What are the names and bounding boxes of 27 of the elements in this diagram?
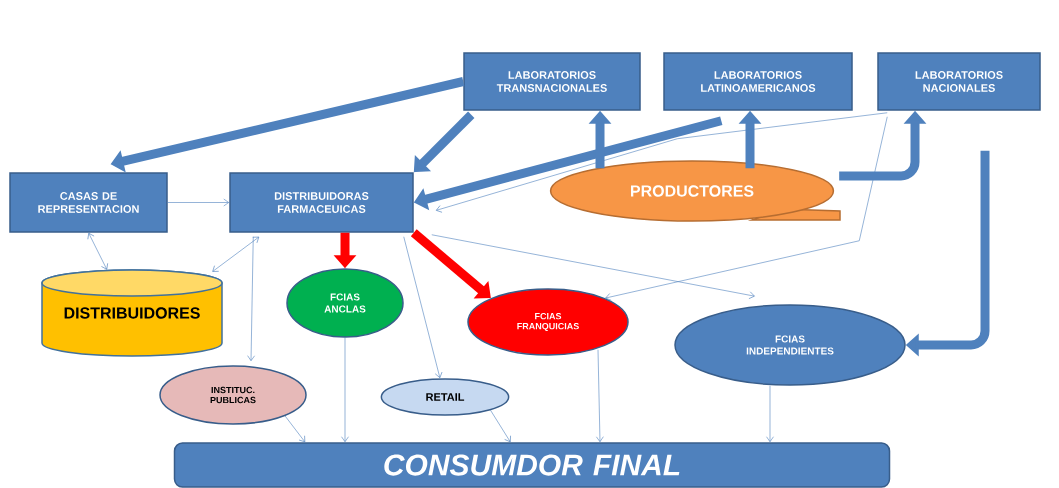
process-box: LABORATORIOS TRANSNACIONALES (463, 52, 641, 111)
ellipse-node: FCIAS ANCLAS (286, 268, 404, 338)
block-arrow (413, 111, 475, 173)
arrow (247, 236, 255, 362)
arrow (596, 349, 604, 443)
double-arrow (212, 236, 260, 272)
database-cylinder: DISTRIBUIDORES (41, 269, 223, 357)
ellipse-node: FCIAS FRANQUICIAS (467, 288, 629, 356)
ellipse-node: RETAIL (380, 378, 510, 416)
ellipse-node: FCIAS INDEPENDIENTES (674, 304, 906, 386)
arrow (284, 415, 306, 443)
banner-box: CONSUMDOR FINAL (173, 442, 891, 488)
arrow (766, 385, 774, 443)
arrow (431, 234, 755, 299)
process-box: DISTRIBUIDORAS FARMACEUICAS (229, 172, 414, 233)
process-box: CASAS DE REPRESENTACION (9, 172, 168, 233)
process-box: LABORATORIOS LATINOAMERICANOS (663, 52, 853, 111)
ellipse-node: INSTITUC. PUBLICAS (159, 365, 307, 425)
arrow (403, 236, 443, 379)
double-arrow (87, 232, 108, 270)
block-arrow (410, 229, 491, 299)
arrow (435, 112, 888, 213)
arrow (490, 409, 511, 443)
arrow (605, 116, 888, 301)
arrow (341, 337, 349, 443)
process-box: LABORATORIOS NACIONALES (877, 52, 1041, 111)
arrow (167, 198, 230, 207)
